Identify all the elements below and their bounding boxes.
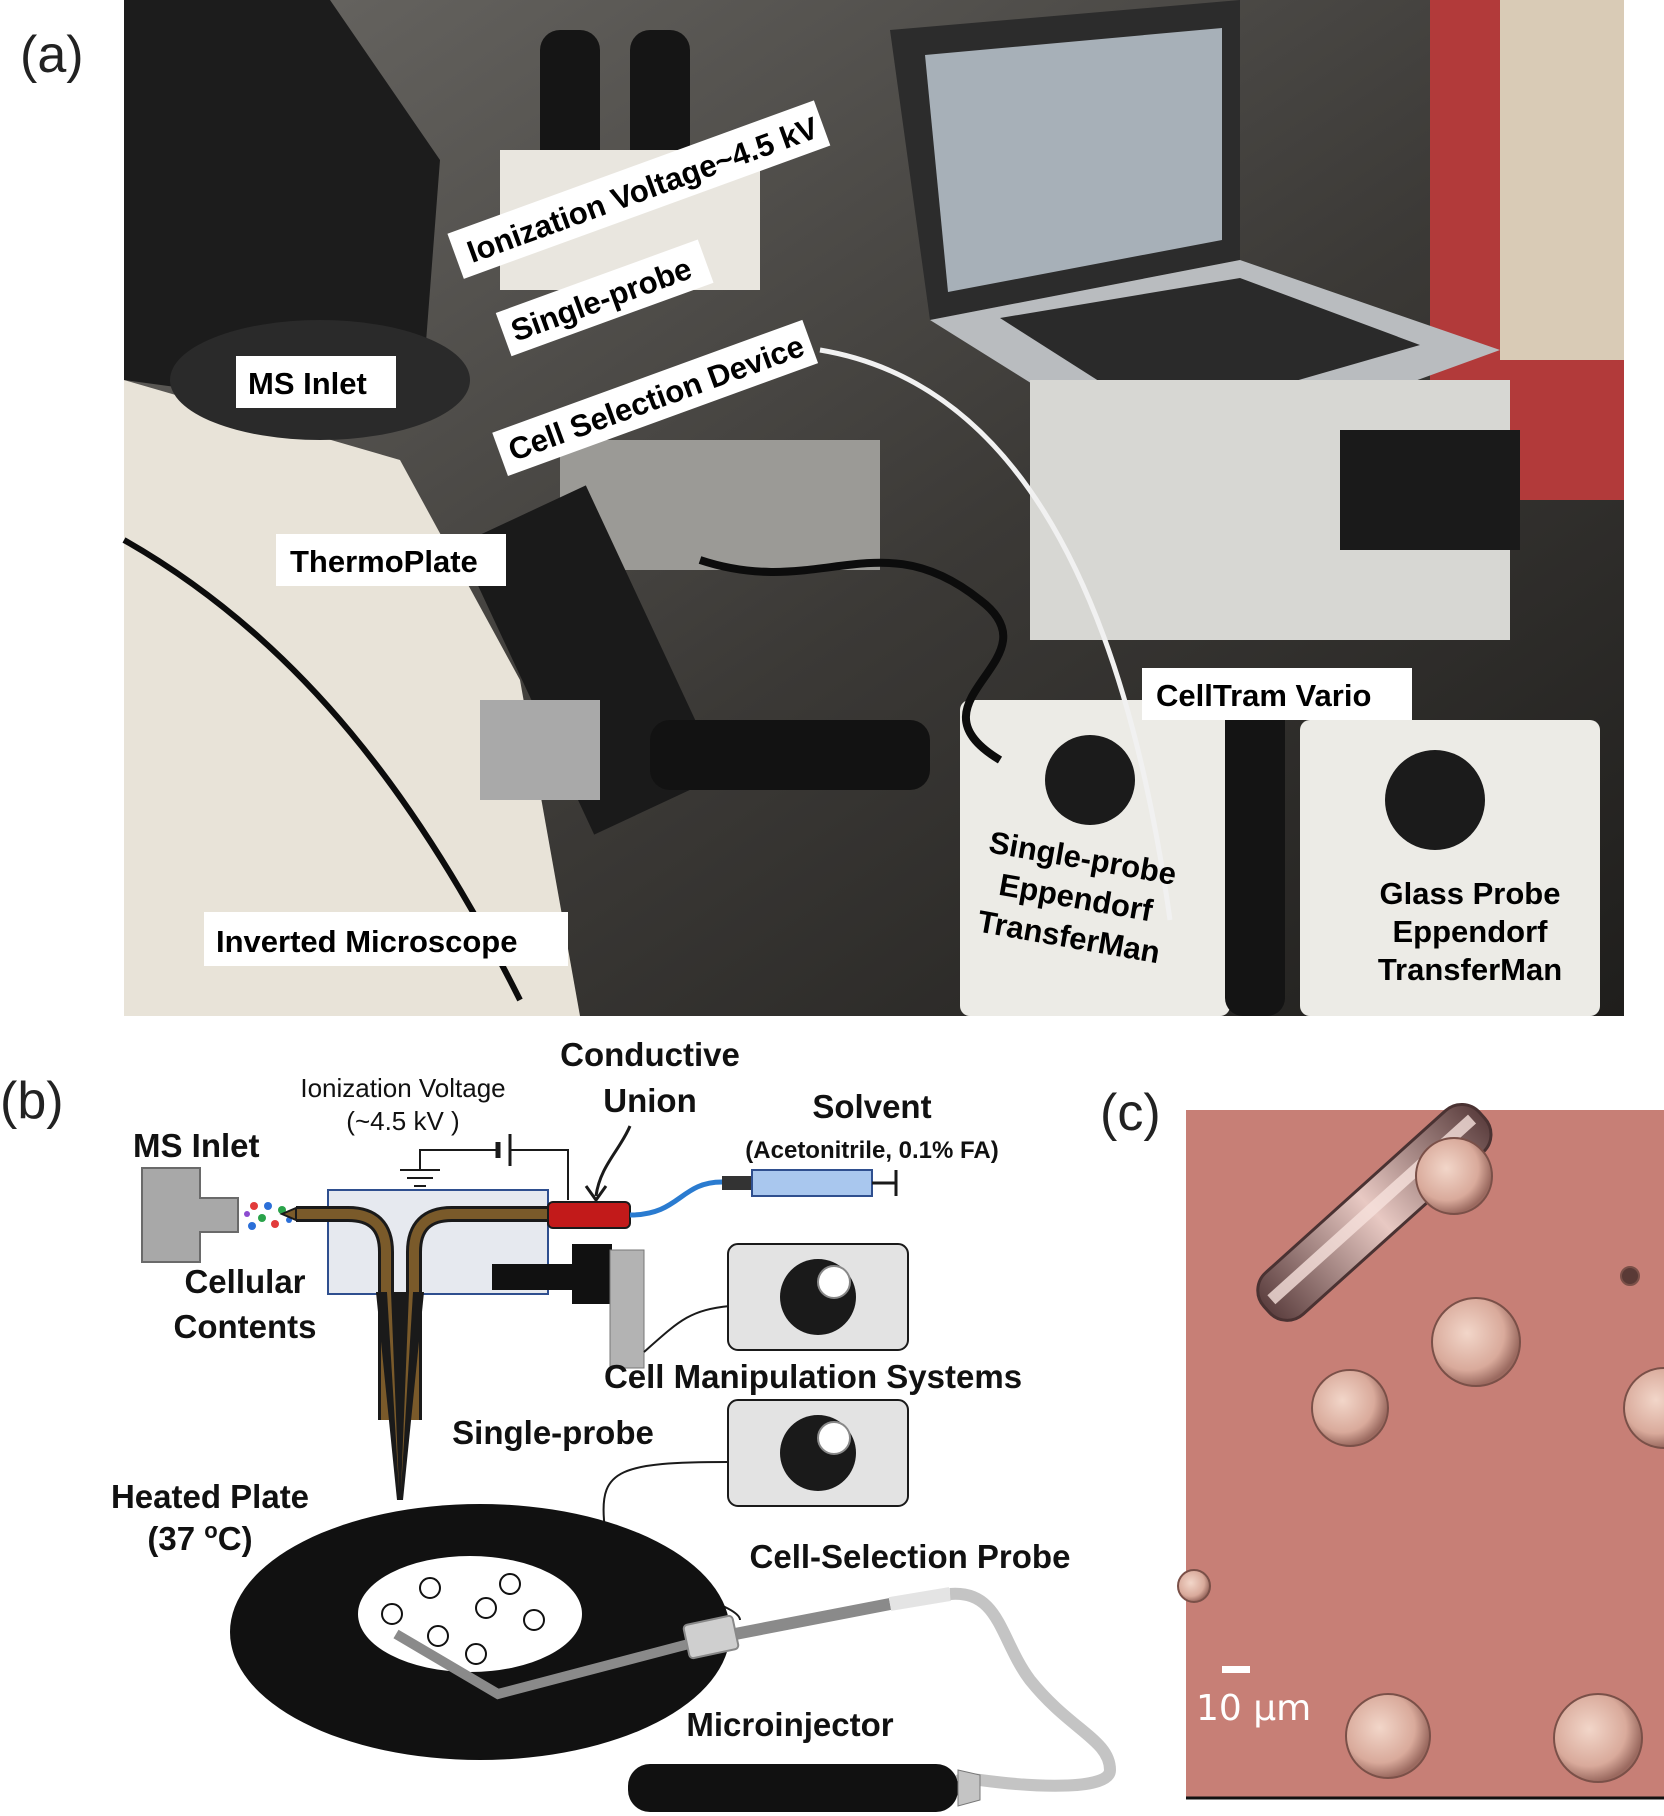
cell-3 [1311, 1369, 1389, 1447]
label-box-celltram [1142, 668, 1412, 720]
joystick-glass-probe [1385, 750, 1485, 850]
joystick-single-probe [1045, 735, 1135, 825]
label-heated-plate: Heated Plate [111, 1478, 309, 1515]
cells-in-well [381, 1573, 545, 1665]
scale-bar [1222, 1666, 1250, 1673]
cell-1 [1415, 1137, 1493, 1215]
transferman-single-probe-unit [960, 700, 1230, 1016]
label-single-probe: Single-probe [452, 1414, 654, 1451]
microinjector-body [628, 1764, 958, 1812]
joystick-2-knob [817, 1421, 851, 1455]
label-box-ionization [447, 100, 831, 279]
label-cellular-line1: Cellular [184, 1263, 305, 1300]
photo-label-gp-line1: Glass Probe [1380, 876, 1561, 911]
scale-bar-label: 10 μm [1196, 1688, 1311, 1729]
label-cell-selection-probe: Cell-Selection Probe [750, 1538, 1071, 1575]
cell-4 [1623, 1367, 1664, 1449]
emitter-tip [279, 1206, 297, 1222]
cell-2 [1431, 1297, 1521, 1387]
cell-7 [1553, 1693, 1643, 1783]
syringe-needle-hub [722, 1176, 752, 1190]
label-microinjector: Microinjector [686, 1706, 893, 1743]
photo-label-ms-inlet: MS Inlet [248, 366, 367, 401]
label-heated-plate-temp: (37 oC) [147, 1518, 252, 1557]
single-probe-tip-channel-left [387, 1292, 399, 1490]
cells [1177, 1137, 1664, 1783]
cardboard-box [1500, 0, 1624, 360]
cable-1 [698, 556, 1008, 764]
schematic-panel-b: MS Inlet Ioniza [111, 1036, 1117, 1812]
label-box-inverted-microscope [204, 912, 568, 966]
manipulator-clamp-block [572, 1244, 612, 1304]
manipulator-arm-bar [609, 1249, 645, 1369]
voltage-wire-left [419, 1149, 498, 1170]
laptop-screen [925, 28, 1222, 292]
panel-label-c: (c) [1100, 1084, 1161, 1142]
photo-label-inverted-microscope: Inverted Microscope [216, 924, 517, 959]
photo-label-gp-line3: TransferMan [1378, 952, 1562, 987]
cell-selection-probe-glass [393, 1629, 706, 1700]
label-ms-inlet: MS Inlet [133, 1127, 260, 1164]
microinjector-tubing [949, 1587, 1117, 1792]
debris [1620, 1266, 1640, 1286]
single-probe-tip-channel-right [401, 1292, 413, 1490]
voltage-wire-right [510, 1149, 569, 1200]
microscope-head [124, 0, 440, 420]
solvent-line [629, 1179, 723, 1218]
joystick-1-knob [817, 1265, 851, 1299]
label-conductive-line1: Conductive [560, 1036, 740, 1073]
manipulator-cable-1 [643, 1305, 731, 1353]
controller-box [1340, 430, 1520, 550]
photo-panel-a: Ionization Voltage~4.5 kV Single-probe C… [122, 0, 1624, 1016]
label-solvent-detail: (Acetonitrile, 0.1% FA) [745, 1137, 998, 1164]
label-ionization-voltage-value: (~4.5 kV ) [346, 1106, 459, 1136]
conductive-union-arrow [594, 1125, 632, 1197]
label-box-single-probe [495, 239, 714, 357]
transferman-glass-probe-unit [1300, 720, 1600, 1016]
panel-label-b: (b) [0, 1072, 64, 1130]
conductive-union-arrowhead [584, 1185, 608, 1203]
celltram-vario [1225, 700, 1285, 1016]
label-box-ms-inlet [236, 356, 396, 408]
cell-6 [1345, 1693, 1431, 1779]
micrograph-background [1186, 1110, 1664, 1798]
camera-tube [650, 720, 930, 790]
label-box-thermoplate [276, 534, 506, 586]
cell-selection-probe-sleeve [888, 1587, 952, 1611]
capillary-right [409, 1209, 560, 1420]
microscope-body [124, 380, 580, 1016]
manipulator-block [480, 700, 600, 800]
probe-holder-clip [682, 1614, 740, 1660]
label-cell-manipulation-systems: Cell Manipulation Systems [604, 1358, 1022, 1395]
label-box-cell-selection [492, 319, 819, 476]
single-probe-tip [376, 1292, 424, 1500]
capillary-left [296, 1209, 391, 1420]
conductive-union [547, 1201, 631, 1229]
panel-label-a: (a) [20, 26, 84, 84]
microinjector-tip [957, 1769, 981, 1807]
tubing [819, 347, 1173, 921]
label-cellular-line2: Contents [174, 1308, 317, 1345]
photo-label-thermoplate: ThermoPlate [290, 544, 478, 579]
spray-droplets [244, 1202, 292, 1230]
ms-inlet-shape [141, 1167, 239, 1263]
cell-5 [1177, 1569, 1211, 1603]
photo-label-celltram-vario: CellTram Vario [1156, 678, 1371, 713]
label-conductive-line2: Union [603, 1082, 696, 1119]
micrograph-panel-c: 10 μm [1177, 1102, 1664, 1800]
syringe-barrel [751, 1169, 873, 1197]
photo-label-gp-line2: Eppendorf [1393, 914, 1549, 949]
label-solvent: Solvent [812, 1088, 931, 1125]
label-ionization-voltage: Ionization Voltage [300, 1073, 505, 1103]
